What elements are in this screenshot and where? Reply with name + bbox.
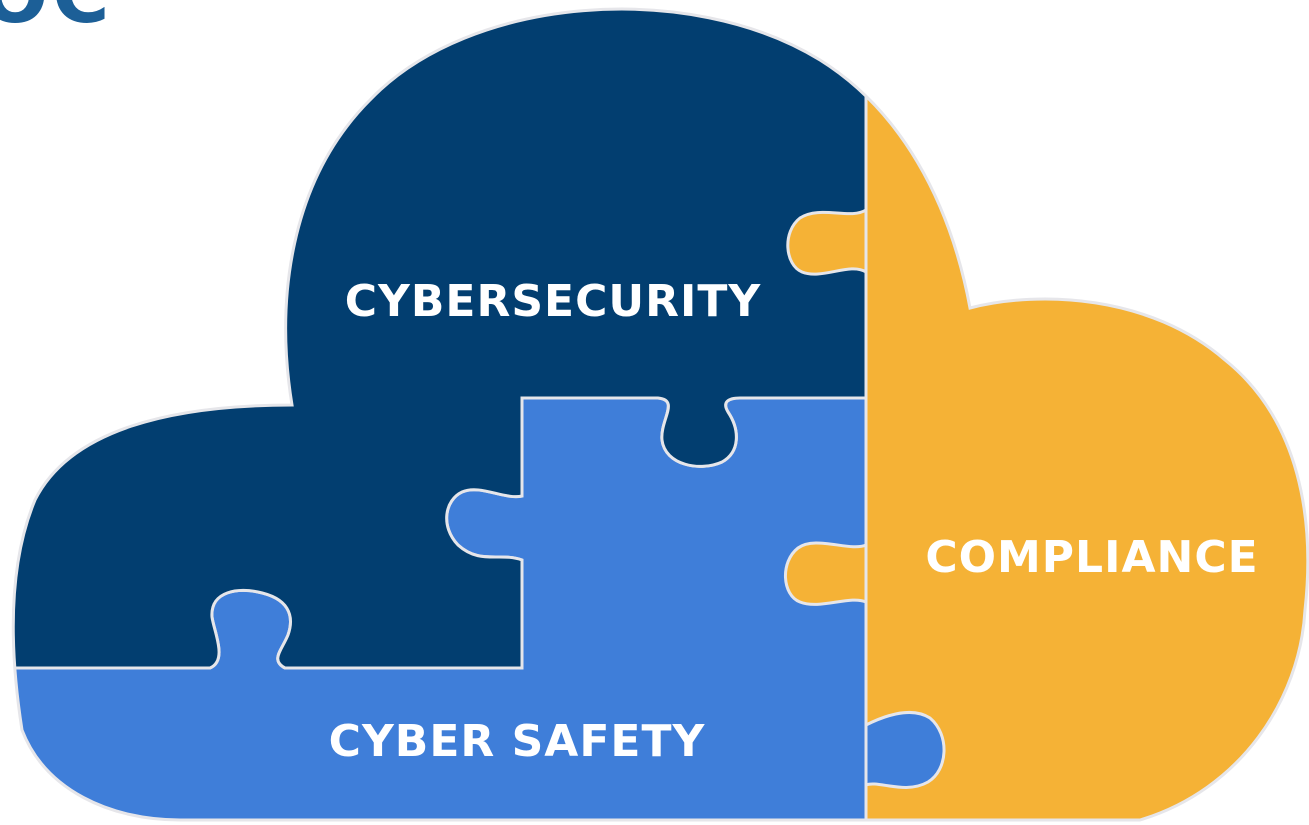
cloud-outline [11, 7, 1309, 822]
cybersecurity-label: CYBERSECURITY [345, 276, 762, 327]
cropped-heading-fragment: OC [0, 0, 114, 41]
compliance-label: COMPLIANCE [925, 532, 1258, 583]
cyber-safety-label: CYBER SAFETY [329, 716, 706, 767]
